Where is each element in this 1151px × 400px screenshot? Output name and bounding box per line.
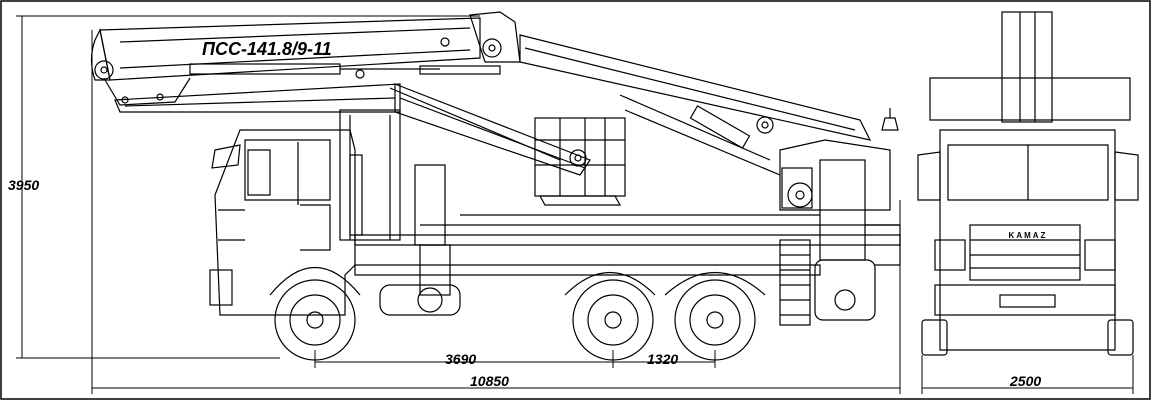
boom [90,11,899,211]
dim-wheelbase-rear: 1320 [647,351,678,367]
support-column [339,109,401,241]
front-view [917,11,1139,356]
dim-height: 3950 [8,177,39,193]
cab [209,129,363,316]
dim-total-length: 10850 [470,373,509,389]
dim-wheelbase-front: 3690 [445,351,476,367]
front-badge: KAMAZ [1009,231,1048,240]
wheels [274,279,756,361]
dim-width: 2500 [1009,373,1041,389]
model-title: ПСС-141.8/9-11 [202,39,332,59]
side-view [90,11,901,361]
dimension-lines [16,15,1134,394]
basket [534,117,626,206]
chassis [269,159,901,326]
